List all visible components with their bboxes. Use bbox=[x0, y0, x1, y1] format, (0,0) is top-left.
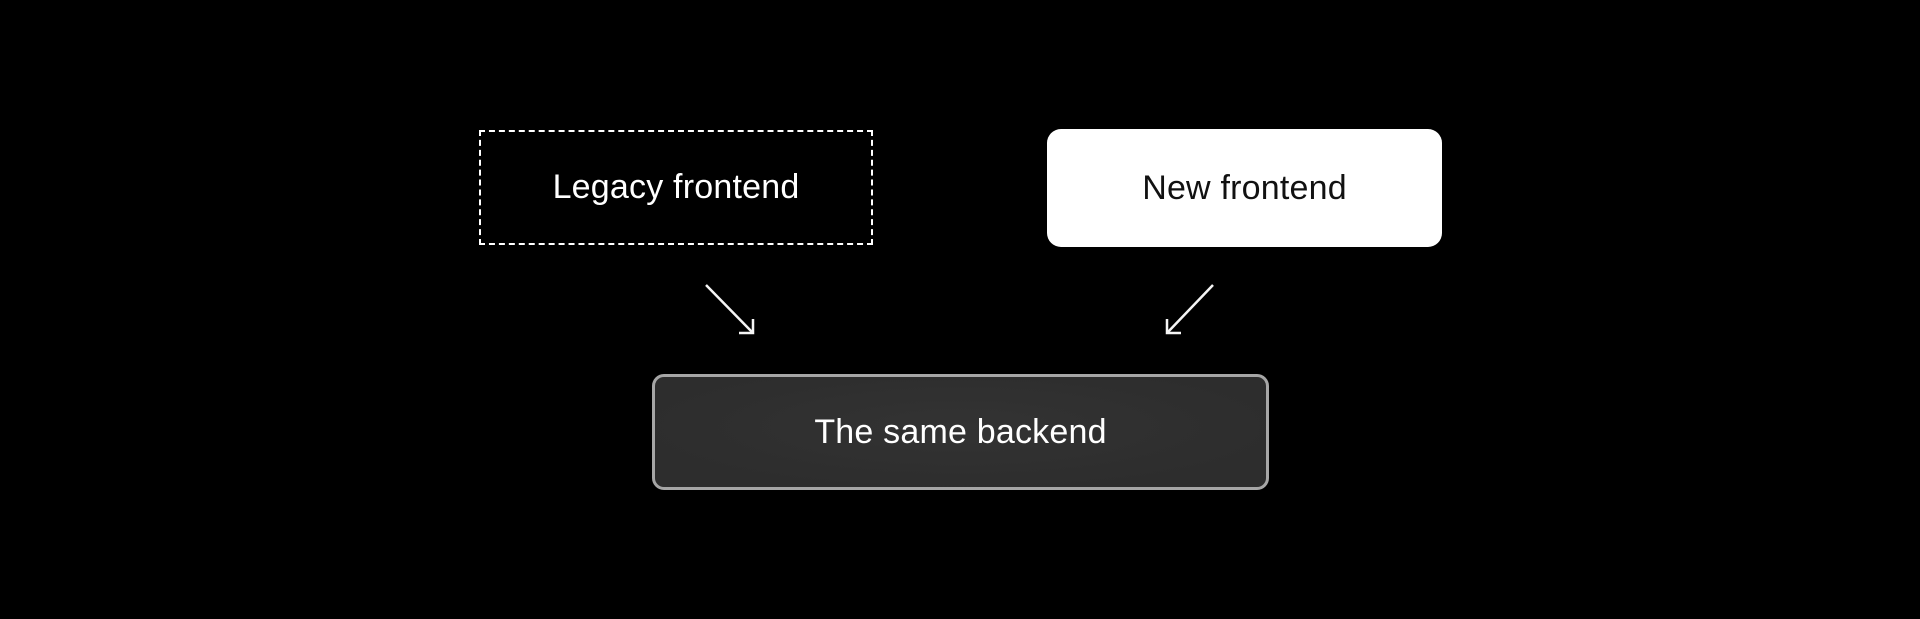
arrow-legacy-to-backend-icon bbox=[705, 284, 755, 335]
node-new-frontend-label: New frontend bbox=[1142, 168, 1347, 207]
arrow-legacy-head bbox=[739, 319, 755, 335]
node-backend-label: The same backend bbox=[814, 412, 1107, 451]
node-new-frontend: New frontend bbox=[1047, 129, 1442, 247]
node-legacy-frontend: Legacy frontend bbox=[479, 130, 873, 245]
arrow-new-head bbox=[1165, 319, 1181, 335]
arrow-new-shaft bbox=[1166, 284, 1214, 334]
arrow-legacy-shaft bbox=[705, 284, 754, 334]
node-legacy-frontend-label: Legacy frontend bbox=[552, 168, 800, 206]
node-backend: The same backend bbox=[652, 374, 1269, 490]
arrow-new-to-backend-icon bbox=[1165, 284, 1214, 335]
